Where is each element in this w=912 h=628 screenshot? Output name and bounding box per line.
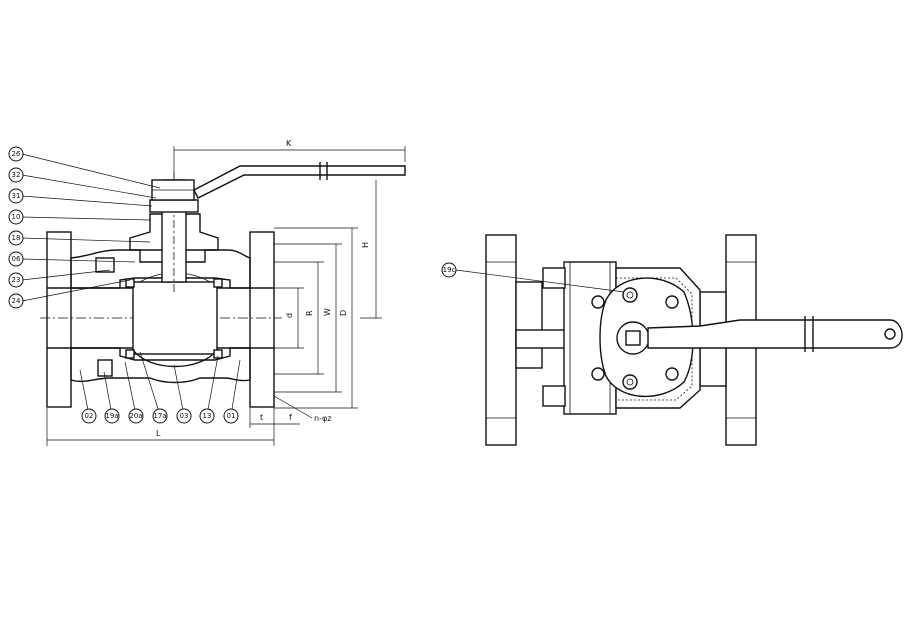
- neck-left: [515, 281, 543, 369]
- dim-nz-leader: [273, 395, 313, 419]
- callout-32: 32: [8, 167, 24, 183]
- seat-right-top: [213, 278, 223, 288]
- callout-19a: 19a: [104, 408, 120, 424]
- callout-18: 18: [8, 230, 24, 246]
- svg-text:03: 03: [180, 412, 189, 420]
- ball: [132, 281, 218, 355]
- dim-d-label: D: [339, 310, 348, 316]
- bolt-bottom: [542, 385, 566, 407]
- callout-23: 23: [8, 272, 24, 288]
- svg-text:18: 18: [12, 234, 21, 242]
- stud-left: [95, 257, 115, 273]
- callout-06: 06: [8, 251, 24, 267]
- handle-lever: [193, 165, 406, 199]
- dim-bore-label: d: [285, 313, 294, 318]
- ball-bottom-arc: [132, 349, 218, 368]
- callout-31: 31: [8, 188, 24, 204]
- callout-24: 24: [8, 293, 24, 309]
- bonnet-bolt-6: [591, 367, 605, 381]
- section-view: K H D W R d L t f n-φz: [8, 139, 406, 446]
- gland: [149, 199, 199, 213]
- svg-text:10: 10: [12, 213, 21, 221]
- callout-17a: 17a: [152, 408, 168, 424]
- callout-13: 13: [199, 408, 215, 424]
- seat-right-bottom: [213, 349, 223, 359]
- svg-text:23: 23: [12, 276, 21, 284]
- dim-nz-label: n-φz: [314, 414, 331, 423]
- callout-20a: 20a: [128, 408, 144, 424]
- bonnet: [129, 213, 219, 251]
- svg-text:17a: 17a: [153, 412, 166, 420]
- left-flange: [46, 231, 72, 408]
- bonnet-bolt-5: [665, 367, 679, 381]
- stud-bottom: [97, 359, 113, 377]
- svg-text:20a: 20a: [129, 412, 142, 420]
- dim-t-label: t: [260, 413, 263, 422]
- svg-text:19c: 19c: [443, 266, 456, 274]
- bonnet-bolt-2: [665, 295, 679, 309]
- seat-left-top: [125, 278, 135, 288]
- dim-f-label: f: [289, 413, 292, 422]
- bonnet-bolt-1: [622, 287, 638, 303]
- svg-text:24: 24: [12, 297, 21, 305]
- callout-03: 03: [176, 408, 192, 424]
- dim-w-label: W: [323, 308, 332, 316]
- seat-left-bottom: [125, 349, 135, 359]
- svg-text:26: 26: [12, 150, 21, 158]
- svg-text:31: 31: [12, 192, 21, 200]
- callout-02: 02: [81, 408, 97, 424]
- svg-text:01: 01: [227, 412, 236, 420]
- body-upper: [70, 249, 251, 289]
- bonnet-bolt-3: [591, 295, 605, 309]
- dim-r-label: R: [305, 310, 314, 316]
- handle-hole: [884, 328, 896, 340]
- dim-h-label: H: [361, 242, 370, 248]
- callout-01: 01: [223, 408, 239, 424]
- svg-text:19a: 19a: [105, 412, 118, 420]
- top-view: 19c: [441, 234, 903, 446]
- svg-text:13: 13: [203, 412, 212, 420]
- right-flange: [249, 231, 275, 408]
- callout-26: 26: [8, 146, 24, 162]
- svg-text:02: 02: [85, 412, 94, 420]
- end-flange-left: [485, 234, 517, 446]
- bolt-top: [542, 267, 566, 289]
- stem-square: [625, 330, 641, 346]
- bonnet-bolt-4: [622, 374, 638, 390]
- svg-text:06: 06: [12, 255, 21, 263]
- callout-19c-leader: [455, 269, 625, 293]
- callout-leaders: [21, 153, 241, 416]
- dim-k-label: K: [286, 139, 292, 148]
- callout-10: 10: [8, 209, 24, 225]
- dim-l-label: L: [156, 429, 161, 438]
- handle-top: [647, 319, 903, 349]
- svg-text:32: 32: [12, 171, 21, 179]
- callout-19c: 19c: [441, 262, 457, 278]
